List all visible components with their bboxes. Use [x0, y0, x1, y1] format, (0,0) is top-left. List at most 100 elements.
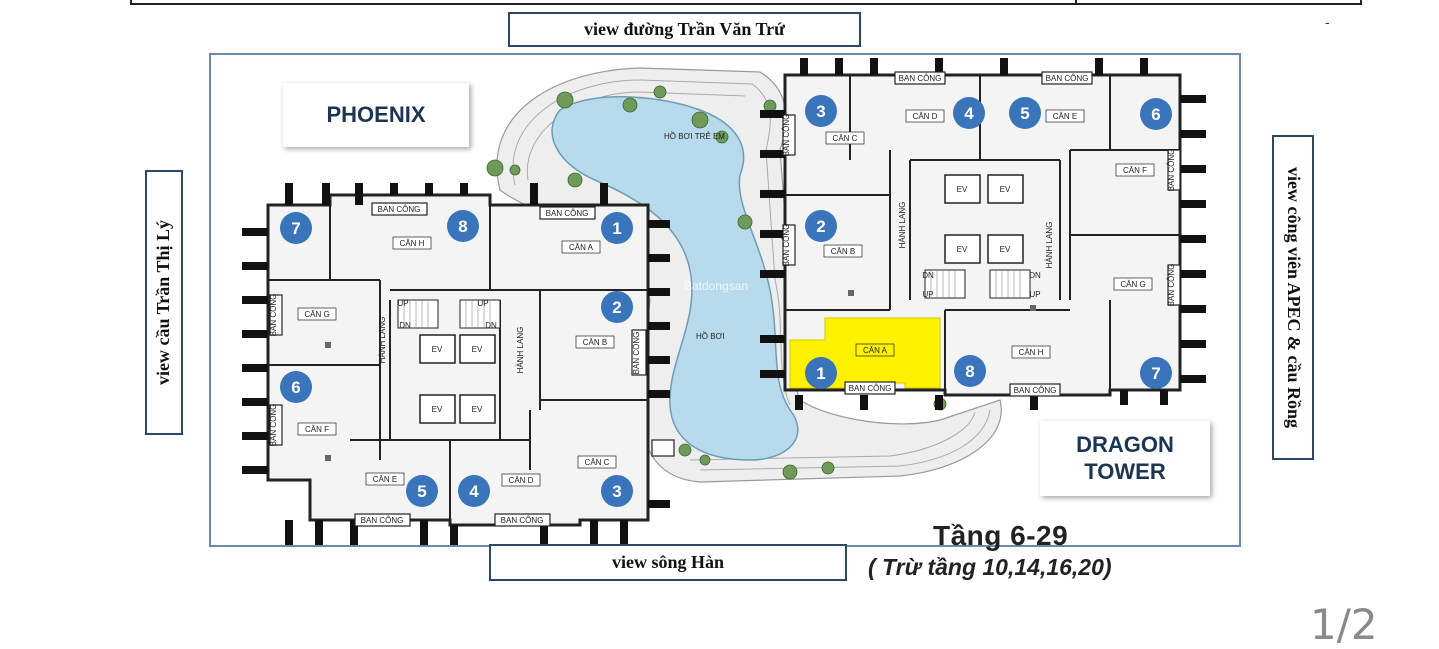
- phoenix-unit-label-box-6: [297, 422, 337, 436]
- phoenix-unit-label-2: CĂN B: [583, 338, 607, 347]
- main-pool-label: HỒ BƠI: [696, 331, 725, 341]
- phoenix-elevators: [419, 334, 496, 424]
- dragon-hallway-label-1: HÀNH LANG: [898, 202, 907, 249]
- phoenix-unit-label-4: CĂN D: [509, 476, 534, 485]
- phoenix-unit-label-box-3: [577, 455, 617, 469]
- dragon-unit-label-5: CĂN E: [1053, 112, 1077, 121]
- dragon-unit-badge-8: [954, 355, 986, 387]
- view-label-right-text: view công viên APEC & cầu Rồng: [1283, 167, 1304, 428]
- dragon-stair-dn-1: DN: [922, 271, 934, 280]
- view-label-top-text: view đường Trần Văn Trứ: [584, 19, 785, 39]
- dragon-unit-label-box-6: [1115, 163, 1155, 177]
- dragon-unit-label-2: CĂN B: [831, 247, 855, 256]
- dragon-unit-label-3: CĂN C: [833, 134, 858, 143]
- phoenix-unit-label-5: CĂN E: [373, 475, 397, 484]
- dragon-stair-lines: [930, 270, 1021, 298]
- phoenix-hallway-label-2: HÀNH LANG: [516, 327, 525, 374]
- phoenix-unit-badge-4: [458, 475, 490, 507]
- phoenix-unit-label-box-5: [365, 472, 405, 486]
- kids-pool-label: HỒ BƠI TRẺ EM: [664, 131, 725, 141]
- dragon-unit-badge-1: [805, 357, 837, 389]
- dragon-unit-number-6: 6: [1151, 105, 1160, 124]
- phoenix-unit-badge-2: [601, 291, 633, 323]
- dragon-elevator-label-3: EV: [957, 245, 968, 254]
- dragon-unit-label-box-7: [1113, 277, 1153, 291]
- balconies: [269, 71, 1181, 527]
- phoenix-unit-number-3: 3: [612, 482, 621, 501]
- phoenix-stair-up-1: UP: [397, 299, 408, 308]
- dragon-unit-badge-7: [1140, 357, 1172, 389]
- dragon-unit-number-2: 2: [816, 217, 825, 236]
- dragon-unit-label-box-8: [1011, 345, 1051, 359]
- dragon-unit-label-box-1: [855, 343, 895, 357]
- dragon-hallway-label-2: HÀNH LANG: [1045, 222, 1054, 269]
- phoenix-elevator-label-3: EV: [432, 405, 443, 414]
- balcony-side-label-6: BAN CÔNG: [1167, 149, 1176, 192]
- page-indicator[interactable]: 1/2: [1310, 600, 1378, 649]
- dragon-unit-label-box-2: [823, 244, 863, 258]
- dragon-stairs: [924, 269, 1031, 299]
- phoenix-unit-label-6: CĂN F: [305, 425, 329, 434]
- balcony-side-label-3: BAN CÔNG: [269, 404, 278, 447]
- phoenix-unit-label-1: CĂN A: [569, 243, 594, 252]
- balcony-label-4: BAN CÔNG: [501, 516, 544, 525]
- walkway-ring-4: [689, 411, 976, 461]
- phoenix-unit-label-3: CĂN C: [585, 458, 610, 467]
- phoenix-unit-number-5: 5: [417, 482, 426, 501]
- phoenix-unit-label-8: CĂN H: [400, 239, 425, 248]
- pool-shape: [551, 96, 799, 461]
- phoenix-unit-label-box-8: [392, 236, 432, 250]
- phoenix-name: PHOENIX: [326, 101, 426, 127]
- balcony-label-6: BAN CÔNG: [1046, 74, 1089, 83]
- balcony-side-label-7: BAN CÔNG: [1167, 264, 1176, 307]
- phoenix-outline: [266, 193, 650, 527]
- phoenix-stair-up-2: UP: [477, 299, 488, 308]
- dragon-unit-number-1: 1: [816, 364, 825, 383]
- dragon-unit-label-4: CĂN D: [913, 112, 938, 121]
- balcony-label-7: BAN CÔNG: [849, 384, 892, 393]
- dragon-unit-label-box-4: [905, 109, 945, 123]
- phoenix-elevator-label-2: EV: [472, 345, 483, 354]
- dragon-unit-label-1: CĂN A: [863, 346, 888, 355]
- phoenix-unit-number-1: 1: [612, 219, 621, 238]
- dragon-unit-label-8: CĂN H: [1019, 348, 1044, 357]
- view-label-top: view đường Trần Văn Trứ: [508, 12, 861, 47]
- dragon-unit-badge-3: [805, 95, 837, 127]
- dragon-unit-label-box-5: [1045, 109, 1085, 123]
- phoenix-stair-dn-2: DN: [485, 321, 497, 330]
- view-label-left-text: view cầu Trần Thị Lý: [153, 219, 174, 386]
- dragon-unit-number-5: 5: [1020, 104, 1029, 123]
- phoenix-unit-number-2: 2: [612, 298, 621, 317]
- phoenix-unit-number-6: 6: [291, 378, 300, 397]
- balcony-side-label-1: BAN CÔNG: [632, 332, 641, 375]
- phoenix-walls: [268, 205, 648, 525]
- view-label-bottom-text: view sông Hàn: [611, 552, 725, 572]
- phoenix-unit-badge-7: [280, 212, 312, 244]
- watermark-text: Batdongsan: [684, 279, 748, 293]
- dragon-unit-number-8: 8: [965, 362, 974, 381]
- phoenix-unit-badge-5: [406, 475, 438, 507]
- phoenix-name-box: PHOENIX: [283, 83, 469, 147]
- dragon-unit-badge-2: [805, 210, 837, 242]
- dragon-walls: [785, 75, 1180, 390]
- phoenix-unit-label-7: CĂN G: [304, 310, 329, 319]
- view-label-bottom: view sông Hàn: [489, 544, 847, 581]
- phoenix-stair-dn-1: DN: [399, 321, 411, 330]
- floor-note: ( Trừ tầng 10,14,16,20): [868, 554, 1112, 580]
- dragon-elevators: [944, 174, 1024, 264]
- phoenix-stairs: [397, 299, 501, 329]
- dragon-unit-badge-4: [953, 97, 985, 129]
- corner-mark: -: [1325, 14, 1330, 30]
- dragon-name-line1: DRAGON: [1076, 432, 1174, 458]
- phoenix-unit-badge-1: [601, 212, 633, 244]
- trees: [486, 85, 947, 480]
- walkway-ring-3: [699, 409, 991, 471]
- phoenix-elevator-label-1: EV: [432, 345, 443, 354]
- phoenix-hallway-label-1: HÀNH LANG: [378, 317, 387, 364]
- phoenix-stair-lines: [403, 300, 491, 328]
- phoenix-unit-badge-8: [447, 210, 479, 242]
- balcony-label-8: BAN CÔNG: [1014, 386, 1057, 395]
- phoenix-unit-label-box-1: [561, 240, 601, 254]
- view-label-right: view công viên APEC & cầu Rồng: [1272, 135, 1314, 460]
